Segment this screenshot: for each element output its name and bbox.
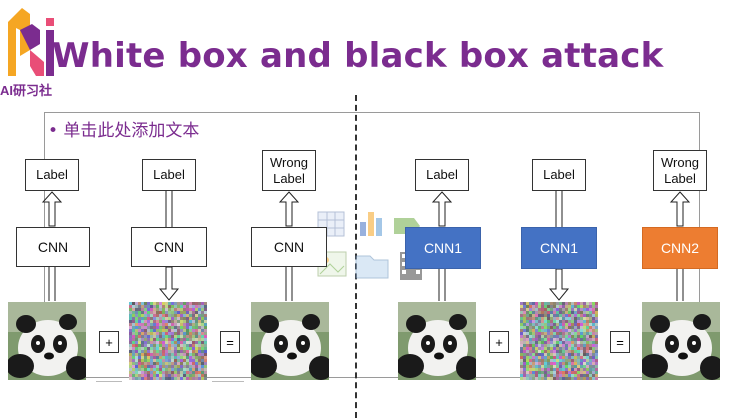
arrow-up-icon xyxy=(668,269,692,301)
equals-symbol: = xyxy=(220,331,240,353)
cnn1-box-2: CNN1 xyxy=(521,227,597,269)
cnn-box-3: CNN xyxy=(251,227,327,267)
wrong-label-text-2: Wrong Label xyxy=(660,154,700,186)
panda-image-original-2 xyxy=(398,302,476,380)
table-icon xyxy=(317,211,345,237)
underline xyxy=(96,381,122,382)
panda-image-adversarial xyxy=(251,302,329,380)
wrong-label-box-2: Wrong Label xyxy=(653,150,707,191)
clipart-icon xyxy=(355,255,389,279)
arrow-up-icon xyxy=(40,191,64,227)
wrong-label-box: Wrong Label xyxy=(262,150,316,191)
cnn1-box-1: CNN1 xyxy=(405,227,481,269)
logo-text: AI研习社 xyxy=(0,83,53,98)
plus-symbol: + xyxy=(99,331,119,353)
arrow-up-icon xyxy=(40,267,64,301)
placeholder-bullet-text[interactable]: • 单击此处添加文本 xyxy=(48,121,200,141)
arrow-down-icon xyxy=(157,191,181,227)
chart-icon xyxy=(360,212,382,236)
panda-image-adversarial-2 xyxy=(642,302,720,380)
label-box-4: Label xyxy=(415,159,469,191)
noise-image-2 xyxy=(520,302,598,380)
underline xyxy=(212,381,244,382)
slide-title: White box and black box attack xyxy=(52,36,664,76)
arrow-up-icon xyxy=(277,267,301,301)
label-box-2: Label xyxy=(142,159,196,191)
cnn-box-2: CNN xyxy=(131,227,207,267)
arrow-up-icon xyxy=(430,191,454,227)
arrow-up-icon xyxy=(668,191,692,227)
panda-image-original xyxy=(8,302,86,380)
arrow-up-icon xyxy=(277,191,301,227)
noise-image xyxy=(129,302,207,380)
arrow-down-icon xyxy=(157,266,181,301)
cnn-box-1: CNN xyxy=(16,227,90,267)
ai-yanxishe-logo xyxy=(0,0,60,100)
label-box-1: Label xyxy=(25,159,79,191)
label-box-5: Label xyxy=(532,159,586,191)
plus-symbol: + xyxy=(489,331,509,353)
arrow-up-icon xyxy=(430,269,454,301)
arrow-down-icon xyxy=(547,191,571,227)
equals-symbol: = xyxy=(610,331,630,353)
arrow-down-icon xyxy=(547,268,571,301)
cnn2-box: CNN2 xyxy=(642,227,718,269)
wrong-label-text: Wrong Label xyxy=(269,154,309,186)
